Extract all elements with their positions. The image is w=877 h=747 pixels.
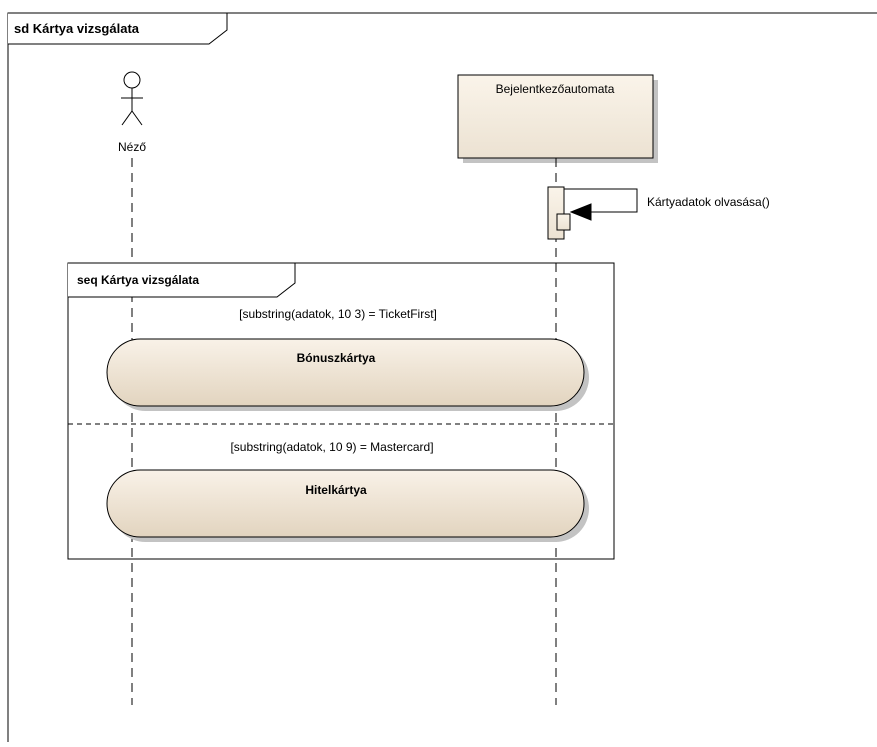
self-message-label: Kártyadatok olvasása() (647, 195, 770, 209)
state-bonuszkartya[interactable]: Bónuszkártya (106, 338, 589, 411)
state-bonuszkartya-label: Bónuszkártya (297, 351, 376, 365)
diagram-frame-title: sd Kártya vizsgálata (14, 21, 140, 36)
self-message-arrow (564, 188, 638, 213)
lifeline-bejelentkezoautomata[interactable]: Bejelentkezőautomata (457, 74, 658, 163)
state-hitelkartya-label: Hitelkártya (305, 483, 367, 497)
operand-2-guard: [substring(adatok, 10 9) = Mastercard] (230, 440, 433, 454)
actor-stick-figure-icon (121, 71, 143, 126)
self-message-group[interactable]: Kártyadatok olvasása() (547, 186, 770, 240)
lifeline-name: Bejelentkezőautomata (496, 82, 615, 96)
arrowhead-icon (569, 203, 592, 221)
nested-activation-bar (556, 213, 571, 231)
fragment-title: seq Kártya vizsgálata (77, 273, 199, 287)
operand-1-guard: [substring(adatok, 10 3) = TicketFirst] (239, 307, 437, 321)
diagram-frame: sd Kártya vizsgálata (7, 12, 877, 742)
combined-fragment[interactable]: seq Kártya vizsgálata [substring(adatok,… (67, 262, 615, 560)
actor-nezo[interactable]: Néző (118, 71, 146, 154)
state-hitelkartya-box (106, 469, 585, 538)
activation-bar (547, 186, 565, 240)
state-hitelkartya[interactable]: Hitelkártya (106, 469, 589, 542)
state-bonuszkartya-box (106, 338, 585, 407)
fragment-frame (67, 262, 615, 560)
lifeline-head-box (457, 74, 654, 159)
fragment-title-tab (68, 262, 296, 298)
actor-name: Néző (118, 140, 146, 154)
